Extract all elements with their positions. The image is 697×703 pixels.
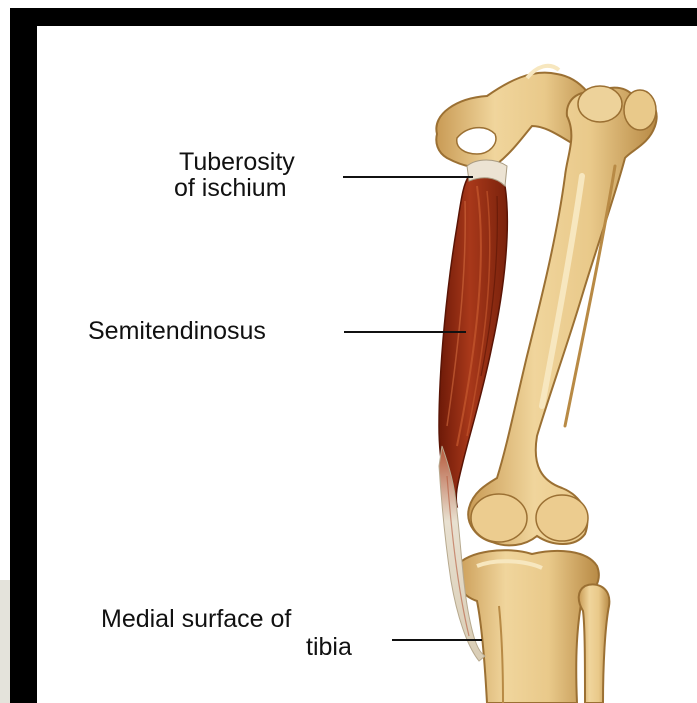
leader-semitendinosus bbox=[344, 331, 466, 333]
fibula bbox=[579, 584, 610, 703]
label-tuberosity-line2: of ischium bbox=[174, 174, 287, 202]
label-semitendinosus: Semitendinosus bbox=[88, 317, 266, 345]
label-medial-line1: Medial surface of bbox=[101, 605, 291, 633]
leader-medial-surface bbox=[392, 639, 482, 641]
figure-canvas: Tuberosity of ischium Semitendinosus Med… bbox=[37, 26, 697, 703]
label-tuberosity-line1: Tuberosity bbox=[179, 148, 295, 176]
tibia bbox=[455, 550, 598, 703]
label-medial-line2: tibia bbox=[306, 633, 352, 661]
thigh-anatomy-illustration bbox=[37, 26, 697, 703]
semitendinosus-muscle bbox=[439, 171, 507, 506]
figure-frame: Tuberosity of ischium Semitendinosus Med… bbox=[10, 8, 697, 703]
leader-tuberosity bbox=[343, 176, 473, 178]
